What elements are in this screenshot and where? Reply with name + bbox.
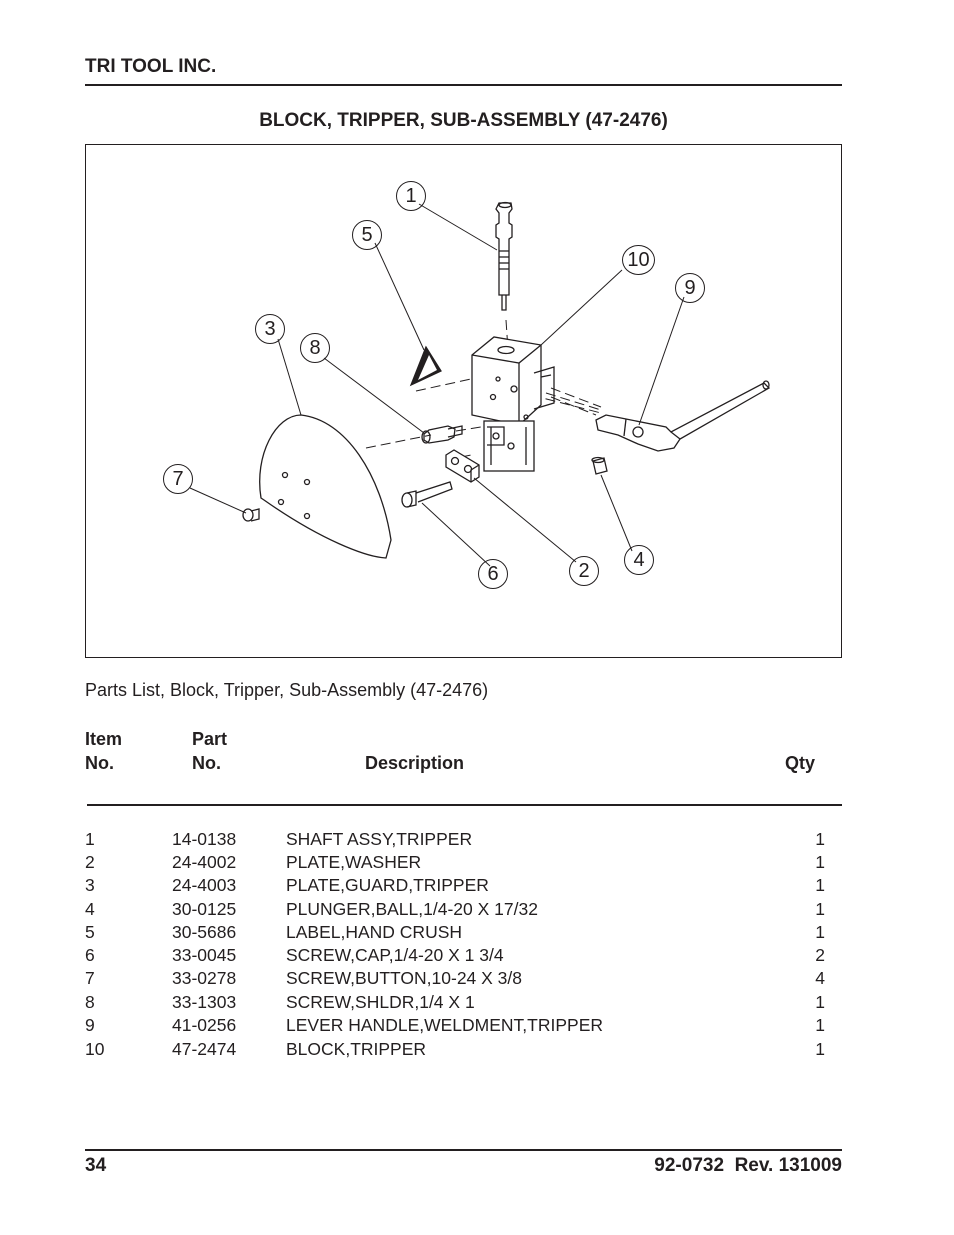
table-row: 10 47-2474 BLOCK,TRIPPER 1 bbox=[85, 1039, 825, 1062]
col-header-part: Part No. bbox=[192, 727, 227, 775]
item-no: 2 bbox=[85, 852, 95, 872]
qty: 1 bbox=[815, 1039, 825, 1059]
callout-2: 2 bbox=[569, 556, 599, 586]
callout-9: 9 bbox=[675, 273, 705, 303]
page-title: BLOCK, TRIPPER, SUB-ASSEMBLY (47-2476) bbox=[259, 110, 668, 131]
shoulder-screw-part bbox=[421, 425, 463, 444]
table-row: 5 30-5686 LABEL,HAND CRUSH 1 bbox=[85, 922, 825, 945]
table-row: 8 33-1303 SCREW,SHLDR,1/4 X 1 1 bbox=[85, 992, 825, 1015]
qty: 1 bbox=[815, 829, 825, 849]
table-row: 9 41-0256 LEVER HANDLE,WELDMENT,TRIPPER … bbox=[85, 1015, 825, 1038]
qty: 4 bbox=[815, 968, 825, 988]
qty: 1 bbox=[815, 992, 825, 1012]
description: PLATE,WASHER bbox=[286, 852, 422, 872]
callout-1: 1 bbox=[396, 181, 426, 211]
page-number: 34 bbox=[85, 1155, 107, 1176]
item-no: 3 bbox=[85, 875, 95, 895]
tripper-block-part bbox=[471, 336, 555, 472]
col-header-description: Description bbox=[365, 753, 465, 773]
callout-8: 8 bbox=[300, 333, 330, 363]
parts-list-caption: Parts List, Block, Tripper, Sub-Assembly… bbox=[85, 680, 489, 700]
callout-4: 4 bbox=[624, 545, 654, 575]
description: LABEL,HAND CRUSH bbox=[286, 922, 463, 942]
cap-screw-part bbox=[401, 481, 453, 508]
item-no: 6 bbox=[85, 945, 95, 965]
part-no: 30-0125 bbox=[172, 899, 237, 919]
qty: 2 bbox=[815, 945, 825, 965]
company-name: TRI TOOL INC. bbox=[85, 56, 217, 77]
item-no: 10 bbox=[85, 1039, 105, 1059]
callout-leaders bbox=[189, 203, 685, 567]
qty: 1 bbox=[815, 922, 825, 942]
footer-rule bbox=[85, 1149, 842, 1151]
part-no: 30-5686 bbox=[172, 922, 237, 942]
washer-plate-part bbox=[445, 449, 480, 483]
part-no: 47-2474 bbox=[172, 1039, 237, 1059]
qty: 1 bbox=[815, 875, 825, 895]
description: SHAFT ASSY,TRIPPER bbox=[286, 829, 473, 849]
document-reference: 92-0732 Rev. 131009 bbox=[654, 1155, 842, 1176]
table-row: 2 24-4002 PLATE,WASHER 1 bbox=[85, 852, 825, 875]
ball-plunger-part bbox=[591, 456, 608, 475]
item-no: 4 bbox=[85, 899, 95, 919]
guard-plate-part bbox=[259, 414, 392, 559]
part-no: 14-0138 bbox=[172, 829, 237, 849]
table-row: 4 30-0125 PLUNGER,BALL,1/4-20 X 17/32 1 bbox=[85, 899, 825, 922]
header-rule bbox=[85, 84, 842, 86]
table-row: 6 33-0045 SCREW,CAP,1/4-20 X 1 3/4 2 bbox=[85, 945, 825, 968]
callout-10: 10 bbox=[622, 245, 655, 275]
lever-handle-part bbox=[595, 380, 771, 452]
description: SCREW,BUTTON,10-24 X 3/8 bbox=[286, 968, 523, 988]
item-no: 7 bbox=[85, 968, 95, 988]
qty: 1 bbox=[815, 899, 825, 919]
description: SCREW,SHLDR,1/4 X 1 bbox=[286, 992, 475, 1012]
callout-6: 6 bbox=[478, 559, 508, 589]
part-no: 33-1303 bbox=[172, 992, 237, 1012]
col-header-part-line2: No. bbox=[192, 753, 221, 773]
description: PLUNGER,BALL,1/4-20 X 17/32 bbox=[286, 899, 538, 919]
part-no: 24-4003 bbox=[172, 875, 237, 895]
table-header-rule bbox=[87, 804, 842, 806]
callout-5: 5 bbox=[352, 220, 382, 250]
col-header-item: Item No. bbox=[85, 727, 122, 775]
table-row: 3 24-4003 PLATE,GUARD,TRIPPER 1 bbox=[85, 875, 825, 898]
exploded-view-figure: 1 5 10 9 3 8 7 4 2 6 bbox=[85, 144, 842, 658]
qty: 1 bbox=[815, 1015, 825, 1035]
part-no: 41-0256 bbox=[172, 1015, 237, 1035]
col-header-part-line1: Part bbox=[192, 729, 228, 749]
assembly-centerlines bbox=[365, 319, 602, 461]
qty: 1 bbox=[815, 852, 825, 872]
item-no: 9 bbox=[85, 1015, 95, 1035]
callout-7: 7 bbox=[163, 464, 193, 494]
part-no: 33-0045 bbox=[172, 945, 237, 965]
col-header-item-line1: Item bbox=[85, 729, 123, 749]
hand-crush-label-part bbox=[409, 345, 442, 387]
part-no: 24-4002 bbox=[172, 852, 237, 872]
item-no: 8 bbox=[85, 992, 95, 1012]
item-no: 5 bbox=[85, 922, 95, 942]
description: LEVER HANDLE,WELDMENT,TRIPPER bbox=[286, 1015, 604, 1035]
table-row: 7 33-0278 SCREW,BUTTON,10-24 X 3/8 4 bbox=[85, 968, 825, 991]
exploded-view-drawing bbox=[189, 201, 771, 567]
callout-3: 3 bbox=[255, 314, 285, 344]
button-screw-part bbox=[242, 508, 260, 522]
description: SCREW,CAP,1/4-20 X 1 3/4 bbox=[286, 945, 504, 965]
part-no: 33-0278 bbox=[172, 968, 237, 988]
col-header-qty: Qty bbox=[785, 753, 816, 773]
item-no: 1 bbox=[85, 829, 95, 849]
description: PLATE,GUARD,TRIPPER bbox=[286, 875, 489, 895]
table-row: 1 14-0138 SHAFT ASSY,TRIPPER 1 bbox=[85, 829, 825, 852]
shaft-assy-part bbox=[495, 201, 513, 311]
col-header-item-line2: No. bbox=[85, 753, 114, 773]
description: BLOCK,TRIPPER bbox=[286, 1039, 427, 1059]
